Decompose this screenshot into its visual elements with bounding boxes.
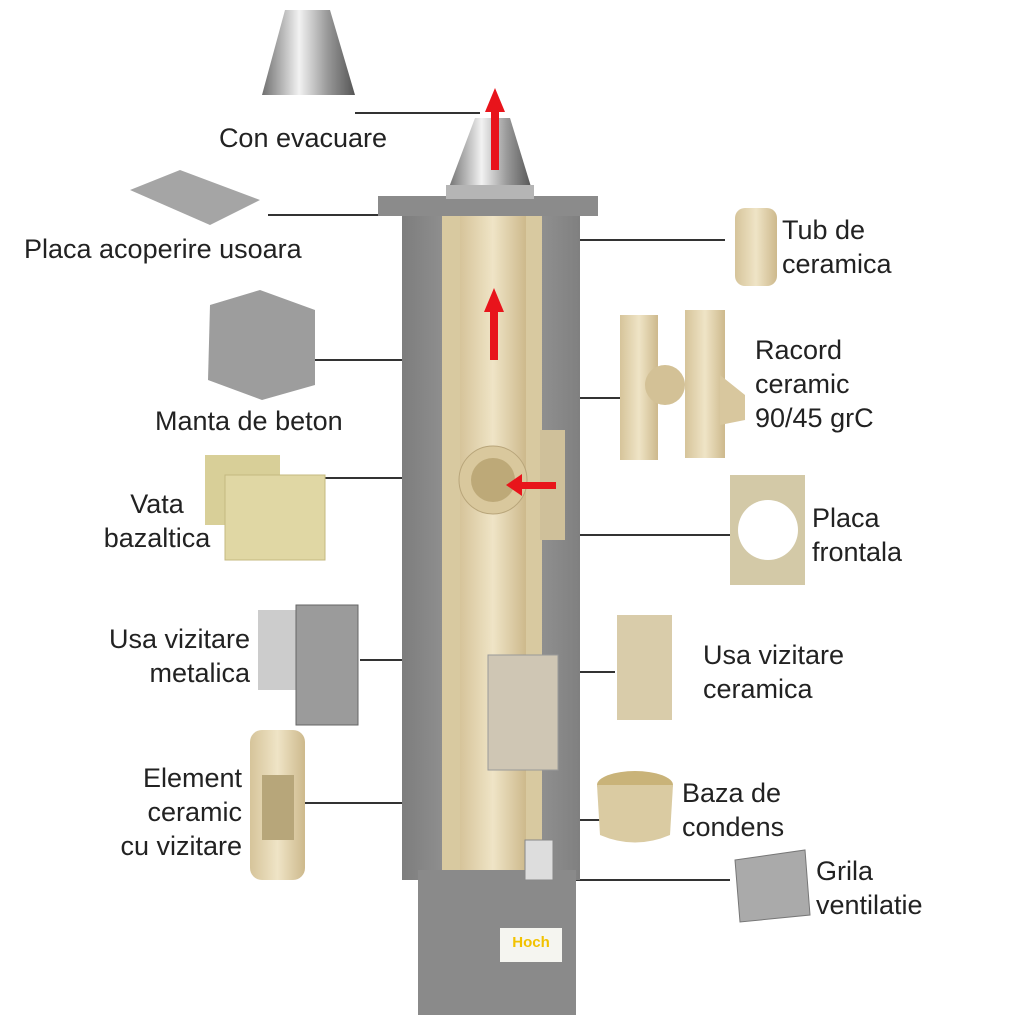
label-grila: Grila ventilatie [816,854,923,922]
label-line: Racord [755,335,843,365]
label-line: Element [142,763,242,793]
label-line: cu vizitare [120,831,242,861]
label-vata: Vata bazaltica [94,487,220,555]
cover-plate [378,196,598,216]
ventilation-grill [524,839,554,881]
part-metal-frame [258,610,298,690]
label-line: Vata [130,489,184,519]
label-line: ceramica [703,674,813,704]
label-line: condens [682,812,785,842]
exhaust-cone [448,118,532,190]
part-tube [735,208,777,286]
logo-plate [500,928,562,962]
label-line: Placa [812,503,880,533]
label-tub-ceramica: Tub de ceramica [782,213,892,281]
label-line: ventilatie [816,890,923,920]
part-grill [734,849,811,923]
part-concrete-block [208,290,315,400]
part-cone [262,10,355,95]
label-line: ceramic [147,797,242,827]
label-line: 90/45 grC [755,403,874,433]
label-line: Tub de [782,215,866,245]
label-baza-condens: Baza de condens [682,776,784,844]
inspection-door [487,654,559,771]
label-manta: Manta de beton [155,406,343,436]
label-usa-metalica: Usa vizitare metalica [60,622,250,690]
label-usa-ceramica: Usa vizitare ceramica [703,638,844,706]
flow-arrows [484,88,556,496]
part-metal-door [295,604,359,726]
label-line: bazaltica [103,523,211,553]
label-line: metalica [149,658,250,688]
label-con-evacuare: Con evacuare [218,123,388,153]
label-line: Usa vizitare [703,640,845,670]
label-line: Baza de [682,778,782,808]
label-line: ceramica [782,249,892,279]
label-placa-acoperire: Placa acoperire usoara [24,234,302,264]
label-element-ceramic: Element ceramic cu vizitare [60,761,242,863]
part-cover-plate [130,170,260,225]
part-tee-45 [685,310,725,458]
label-line: frontala [812,537,903,567]
label-placa-frontala: Placa frontala [812,501,902,569]
part-ceramic-door [617,615,672,720]
hoch-logo: Hoch [512,934,550,951]
label-racord: Racord ceramic 90/45 grC [755,333,874,435]
part-wool-2 [224,474,326,561]
label-line: Grila [816,856,874,886]
label-line: ceramic [755,369,850,399]
label-line: Usa vizitare [108,624,250,654]
